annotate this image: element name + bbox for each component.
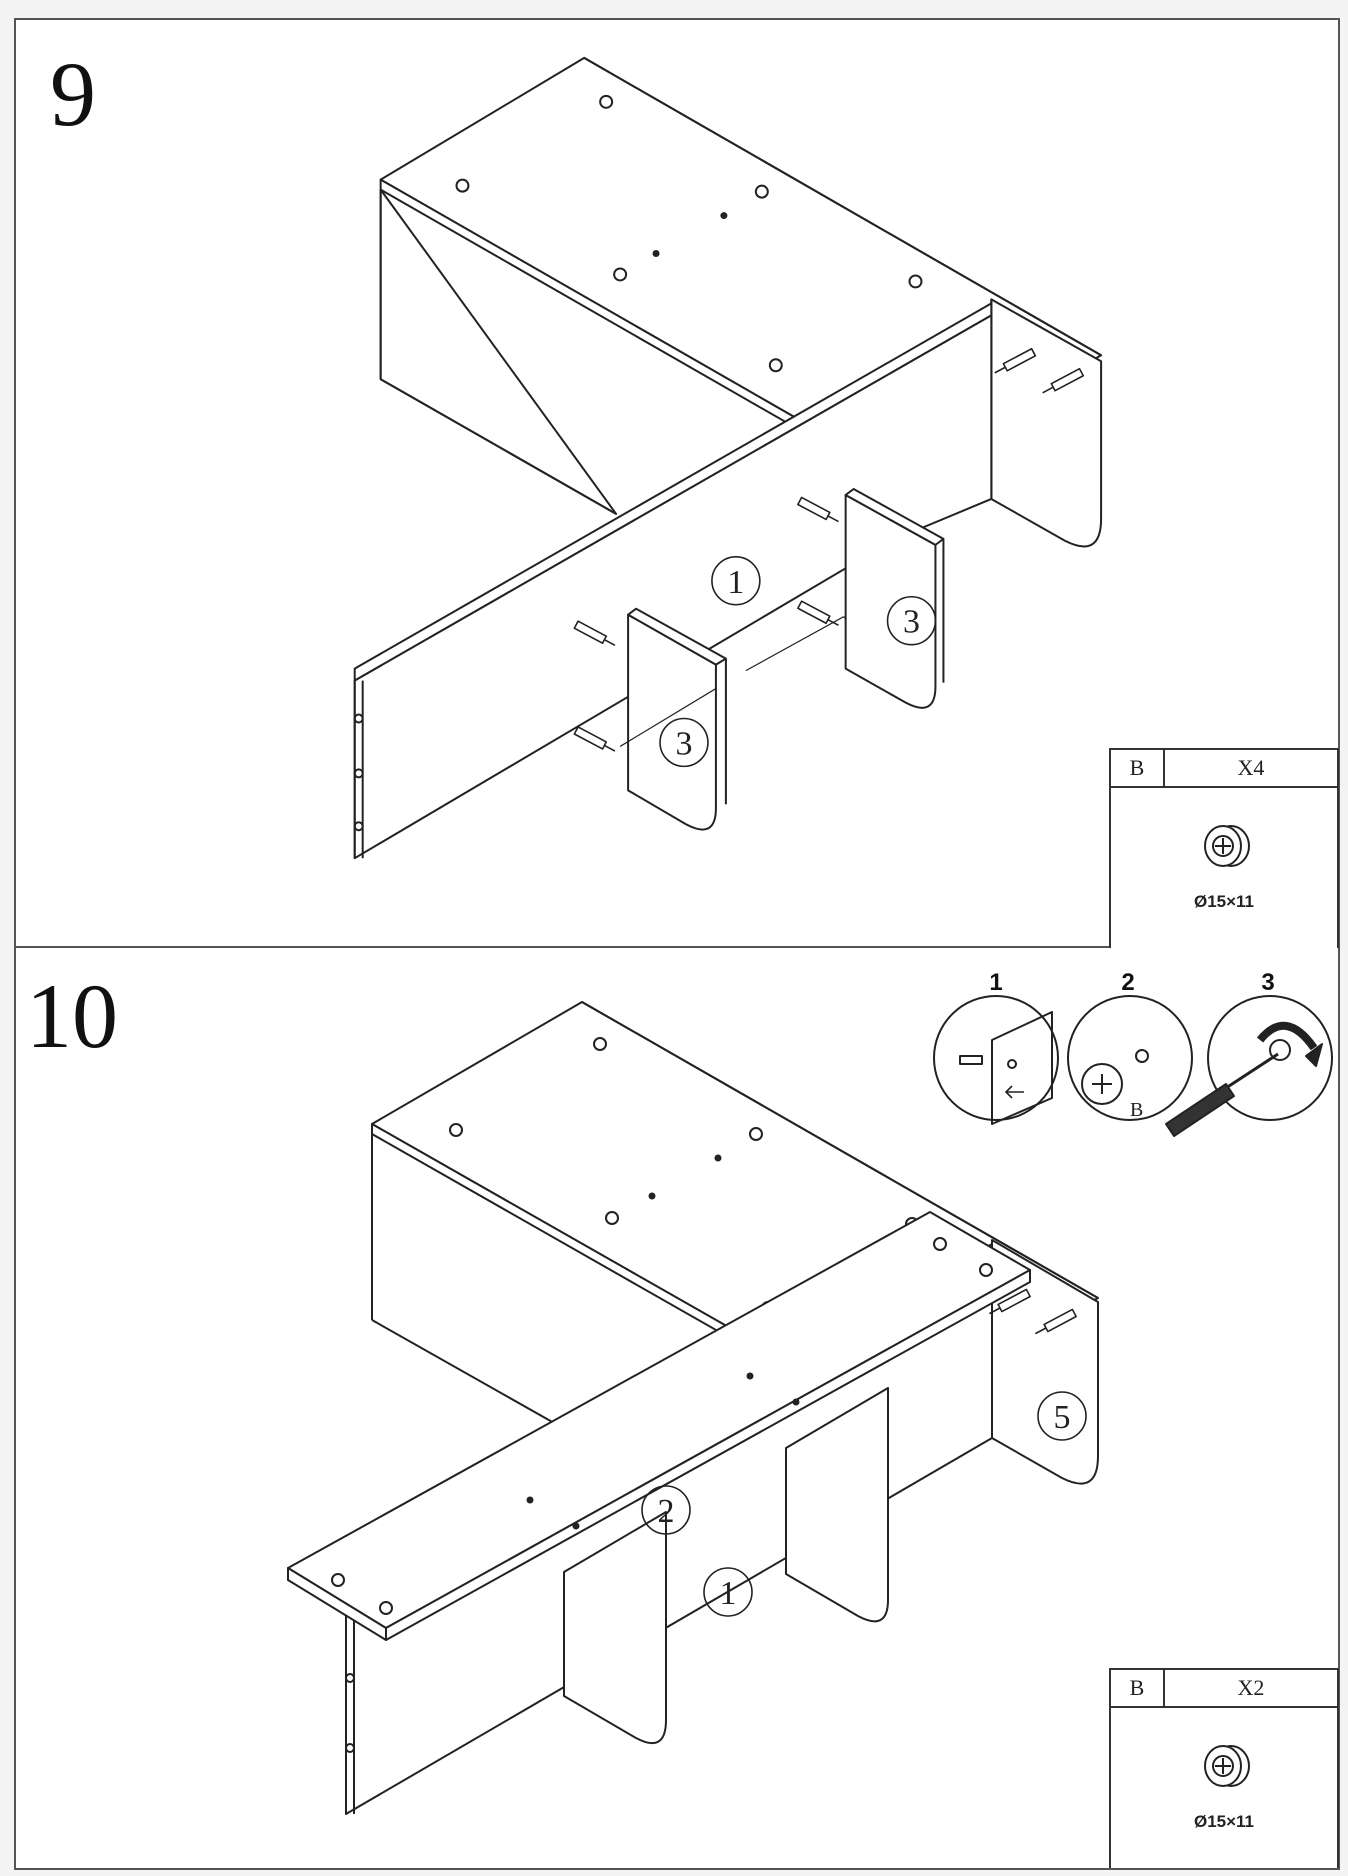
part-callout-1: 1 (711, 556, 761, 606)
part-callout-1: 1 (703, 1567, 753, 1617)
part-quantity: X2 (1237, 1675, 1265, 1700)
step-9-assembly-drawing: 1 3 3 (353, 56, 1103, 860)
parts-legend-header: B X4 (1111, 750, 1337, 788)
svg-text:1: 1 (989, 969, 1002, 996)
step-10-panel: 10 (16, 948, 1339, 1868)
cam-screws (573, 347, 1085, 752)
parts-legend: B X2 Ø15×11 (1109, 1668, 1339, 1868)
part-quantity: X4 (1237, 755, 1265, 780)
part-callout-3a: 3 (659, 717, 709, 768)
part-code: B (1111, 1670, 1165, 1706)
detail-part-letter: B (1130, 1099, 1143, 1121)
svg-text:3: 3 (903, 604, 920, 641)
svg-text:1: 1 (727, 564, 744, 601)
part-callout-5: 5 (1037, 1391, 1087, 1441)
part-code: B (1111, 750, 1165, 786)
part-size: Ø15×11 (1193, 1812, 1255, 1831)
divider-panels (563, 1387, 889, 1744)
side-panel-right (990, 298, 1103, 548)
parts-legend-header: B X2 (1111, 1670, 1337, 1708)
screwdriver-icon (1165, 1052, 1279, 1137)
detail-step-2: 2 B (1067, 969, 1193, 1121)
parts-legend: B X4 Ø15×11 (1109, 748, 1339, 948)
part-size: Ø15×11 (1193, 892, 1255, 911)
svg-text:1: 1 (720, 1575, 737, 1612)
step-10-assembly-drawing: 2 1 5 1 2 (287, 969, 1333, 1815)
part-callout-3b: 3 (886, 595, 937, 646)
top-shelf (287, 1211, 1031, 1641)
back-panel (353, 302, 993, 860)
cam-screws (989, 1288, 1077, 1335)
svg-text:2: 2 (1121, 969, 1134, 996)
part-callout-2: 2 (641, 1485, 691, 1535)
svg-text:5: 5 (1054, 1399, 1071, 1436)
svg-text:3: 3 (676, 725, 693, 762)
instruction-page: 9 (14, 18, 1340, 1870)
step-number: 9 (50, 43, 96, 145)
cam-lock-fitting-icon (1204, 825, 1250, 867)
svg-text:2: 2 (658, 1493, 675, 1530)
divider-panel-2 (844, 487, 945, 709)
step-9-panel: 9 (16, 20, 1339, 948)
step-number: 10 (26, 965, 118, 1067)
detail-step-1: 1 (933, 969, 1059, 1125)
svg-text:3: 3 (1261, 969, 1274, 996)
cam-lock-fitting-icon (1204, 1745, 1250, 1787)
